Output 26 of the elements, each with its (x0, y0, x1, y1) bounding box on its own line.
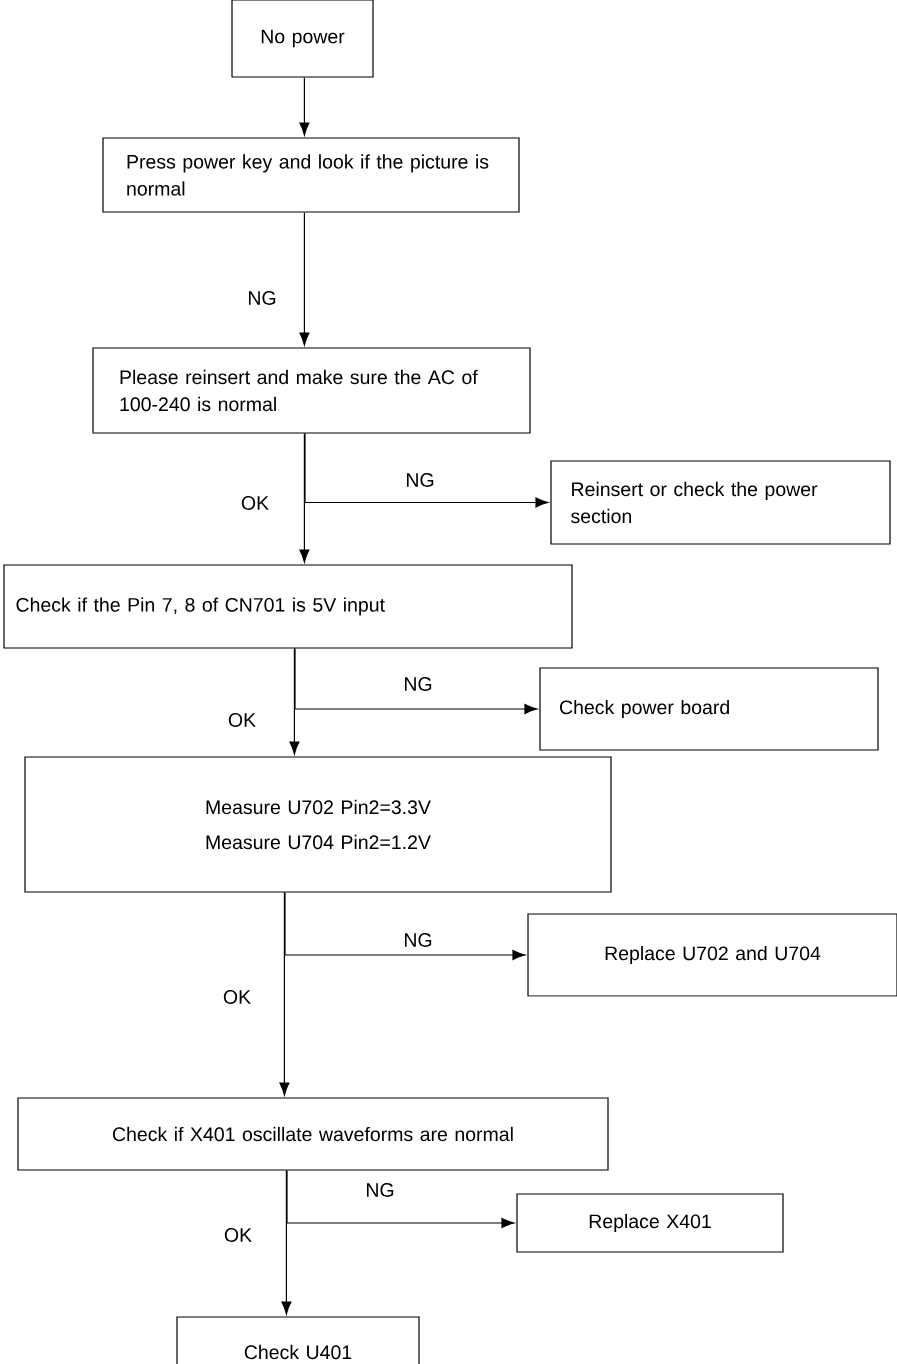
edge-label: NG (246, 290, 278, 306)
edge-label: NG (402, 676, 434, 692)
edge-label: NG (402, 932, 434, 948)
edge-label: NG (404, 472, 436, 488)
arrow (284, 892, 526, 961)
arrow (299, 77, 310, 136)
process-box: Measure U702 Pin2=3.3V Measure U704 Pin2=1.2V (24, 756, 612, 893)
arrow (294, 648, 538, 715)
arrow (299, 212, 310, 346)
edge-label: NG (364, 1182, 396, 1198)
process-box: Replace U702 and U704 (527, 913, 897, 997)
arrow (304, 433, 549, 508)
arrow (286, 1170, 515, 1229)
process-box: Please reinsert and make sure the AC of 100-240 is normal (92, 347, 531, 434)
process-box: Check U401 (176, 1316, 420, 1364)
edge-label: OK (222, 1227, 254, 1243)
process-box: Check if X401 oscillate waveforms are normal (17, 1097, 609, 1171)
edge-label: OK (221, 989, 253, 1005)
process-box: Check if the Pin 7, 8 of CN701 is 5V input (3, 564, 573, 649)
process-box: Press power key and look if the picture is normal (102, 137, 520, 213)
process-box: Replace X401 (516, 1193, 784, 1253)
edge-label: OK (239, 495, 271, 511)
process-box: Check power board (539, 667, 879, 751)
process-box: No power (231, 0, 374, 78)
process-box: Reinsert or check the power section (550, 460, 891, 545)
edge-label: OK (226, 712, 258, 728)
